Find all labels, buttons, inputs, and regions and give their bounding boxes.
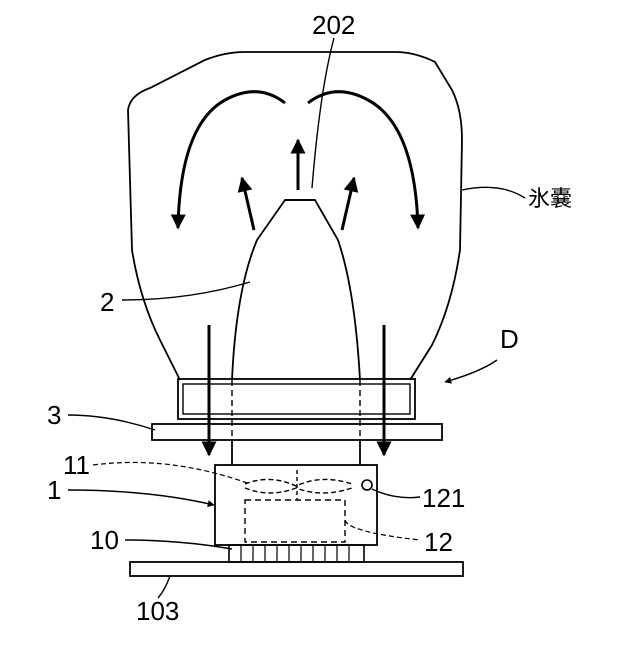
leader-12	[345, 520, 420, 540]
label-202: 202	[312, 10, 355, 40]
airflow-arrow-curved-left	[178, 92, 285, 228]
airflow-arrow-up-left	[242, 178, 254, 230]
label-heat-sink: 10	[90, 525, 119, 555]
heat-sink-fins	[241, 545, 349, 562]
housing	[215, 465, 377, 545]
label-12: 12	[424, 527, 453, 557]
label-11: 11	[63, 450, 90, 480]
label-plate: 3	[47, 400, 61, 430]
fan-blades	[245, 479, 352, 493]
base-plate	[130, 562, 463, 576]
airflow-arrow-curved-right	[308, 92, 418, 228]
inner-component	[245, 500, 345, 542]
heat-sink	[229, 545, 364, 562]
airflow-arrow-up-right	[342, 178, 354, 230]
label-121: 121	[422, 483, 465, 513]
leader-121	[372, 489, 420, 498]
collar-ring-inner	[183, 384, 410, 414]
plate	[152, 424, 442, 440]
nozzle-body	[232, 200, 360, 380]
label-ice-bag: 氷嚢	[528, 187, 572, 212]
leader-base	[158, 576, 170, 598]
label-housing: 1	[47, 475, 61, 505]
sensor-point	[362, 480, 372, 490]
collar-ring	[178, 379, 415, 419]
label-device: D	[500, 324, 519, 354]
label-base: 103	[136, 596, 179, 626]
leader-housing	[68, 490, 214, 505]
leader-ice-bag	[462, 187, 525, 198]
leader-device	[445, 360, 497, 382]
label-nozzle: 2	[100, 287, 114, 317]
leader-plate	[68, 415, 155, 430]
leader-202	[312, 38, 334, 188]
